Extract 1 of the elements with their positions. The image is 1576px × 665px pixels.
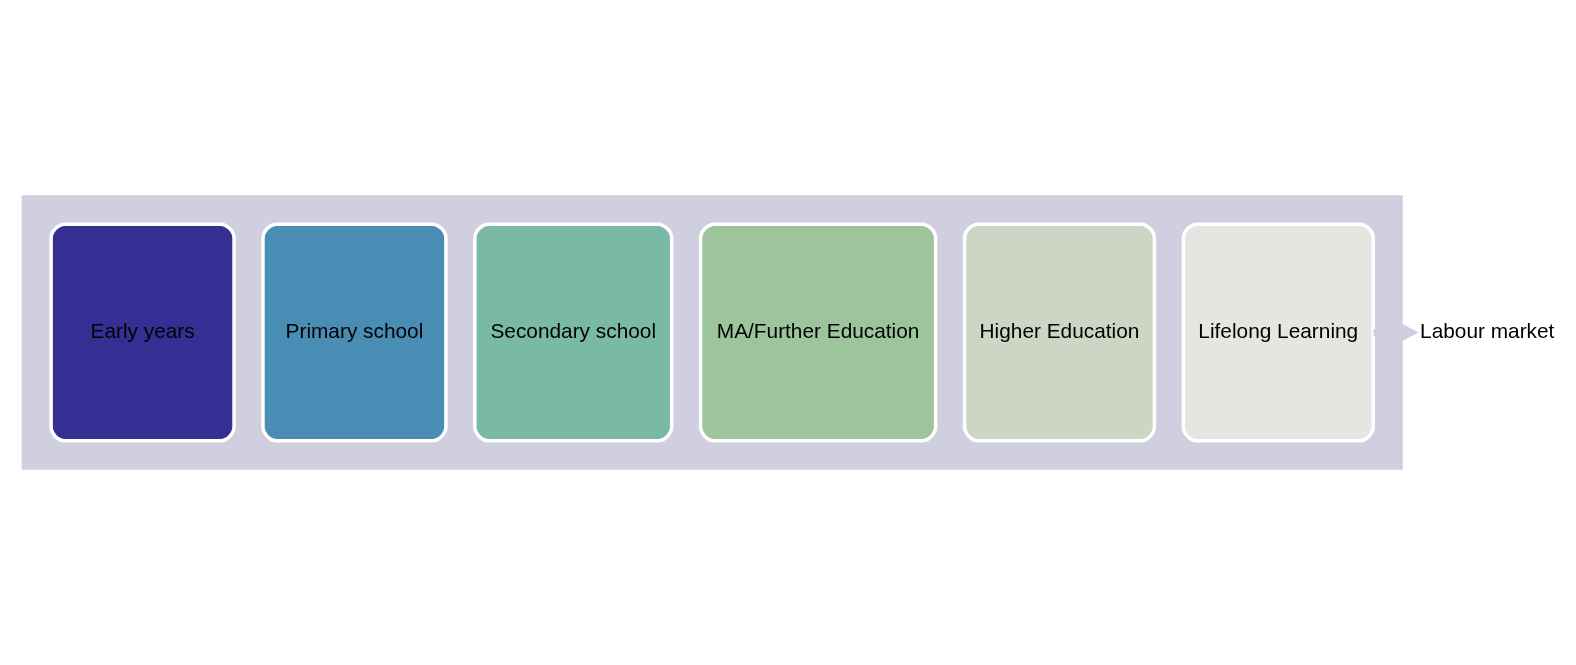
node-text: Labour market [1420, 318, 1555, 342]
